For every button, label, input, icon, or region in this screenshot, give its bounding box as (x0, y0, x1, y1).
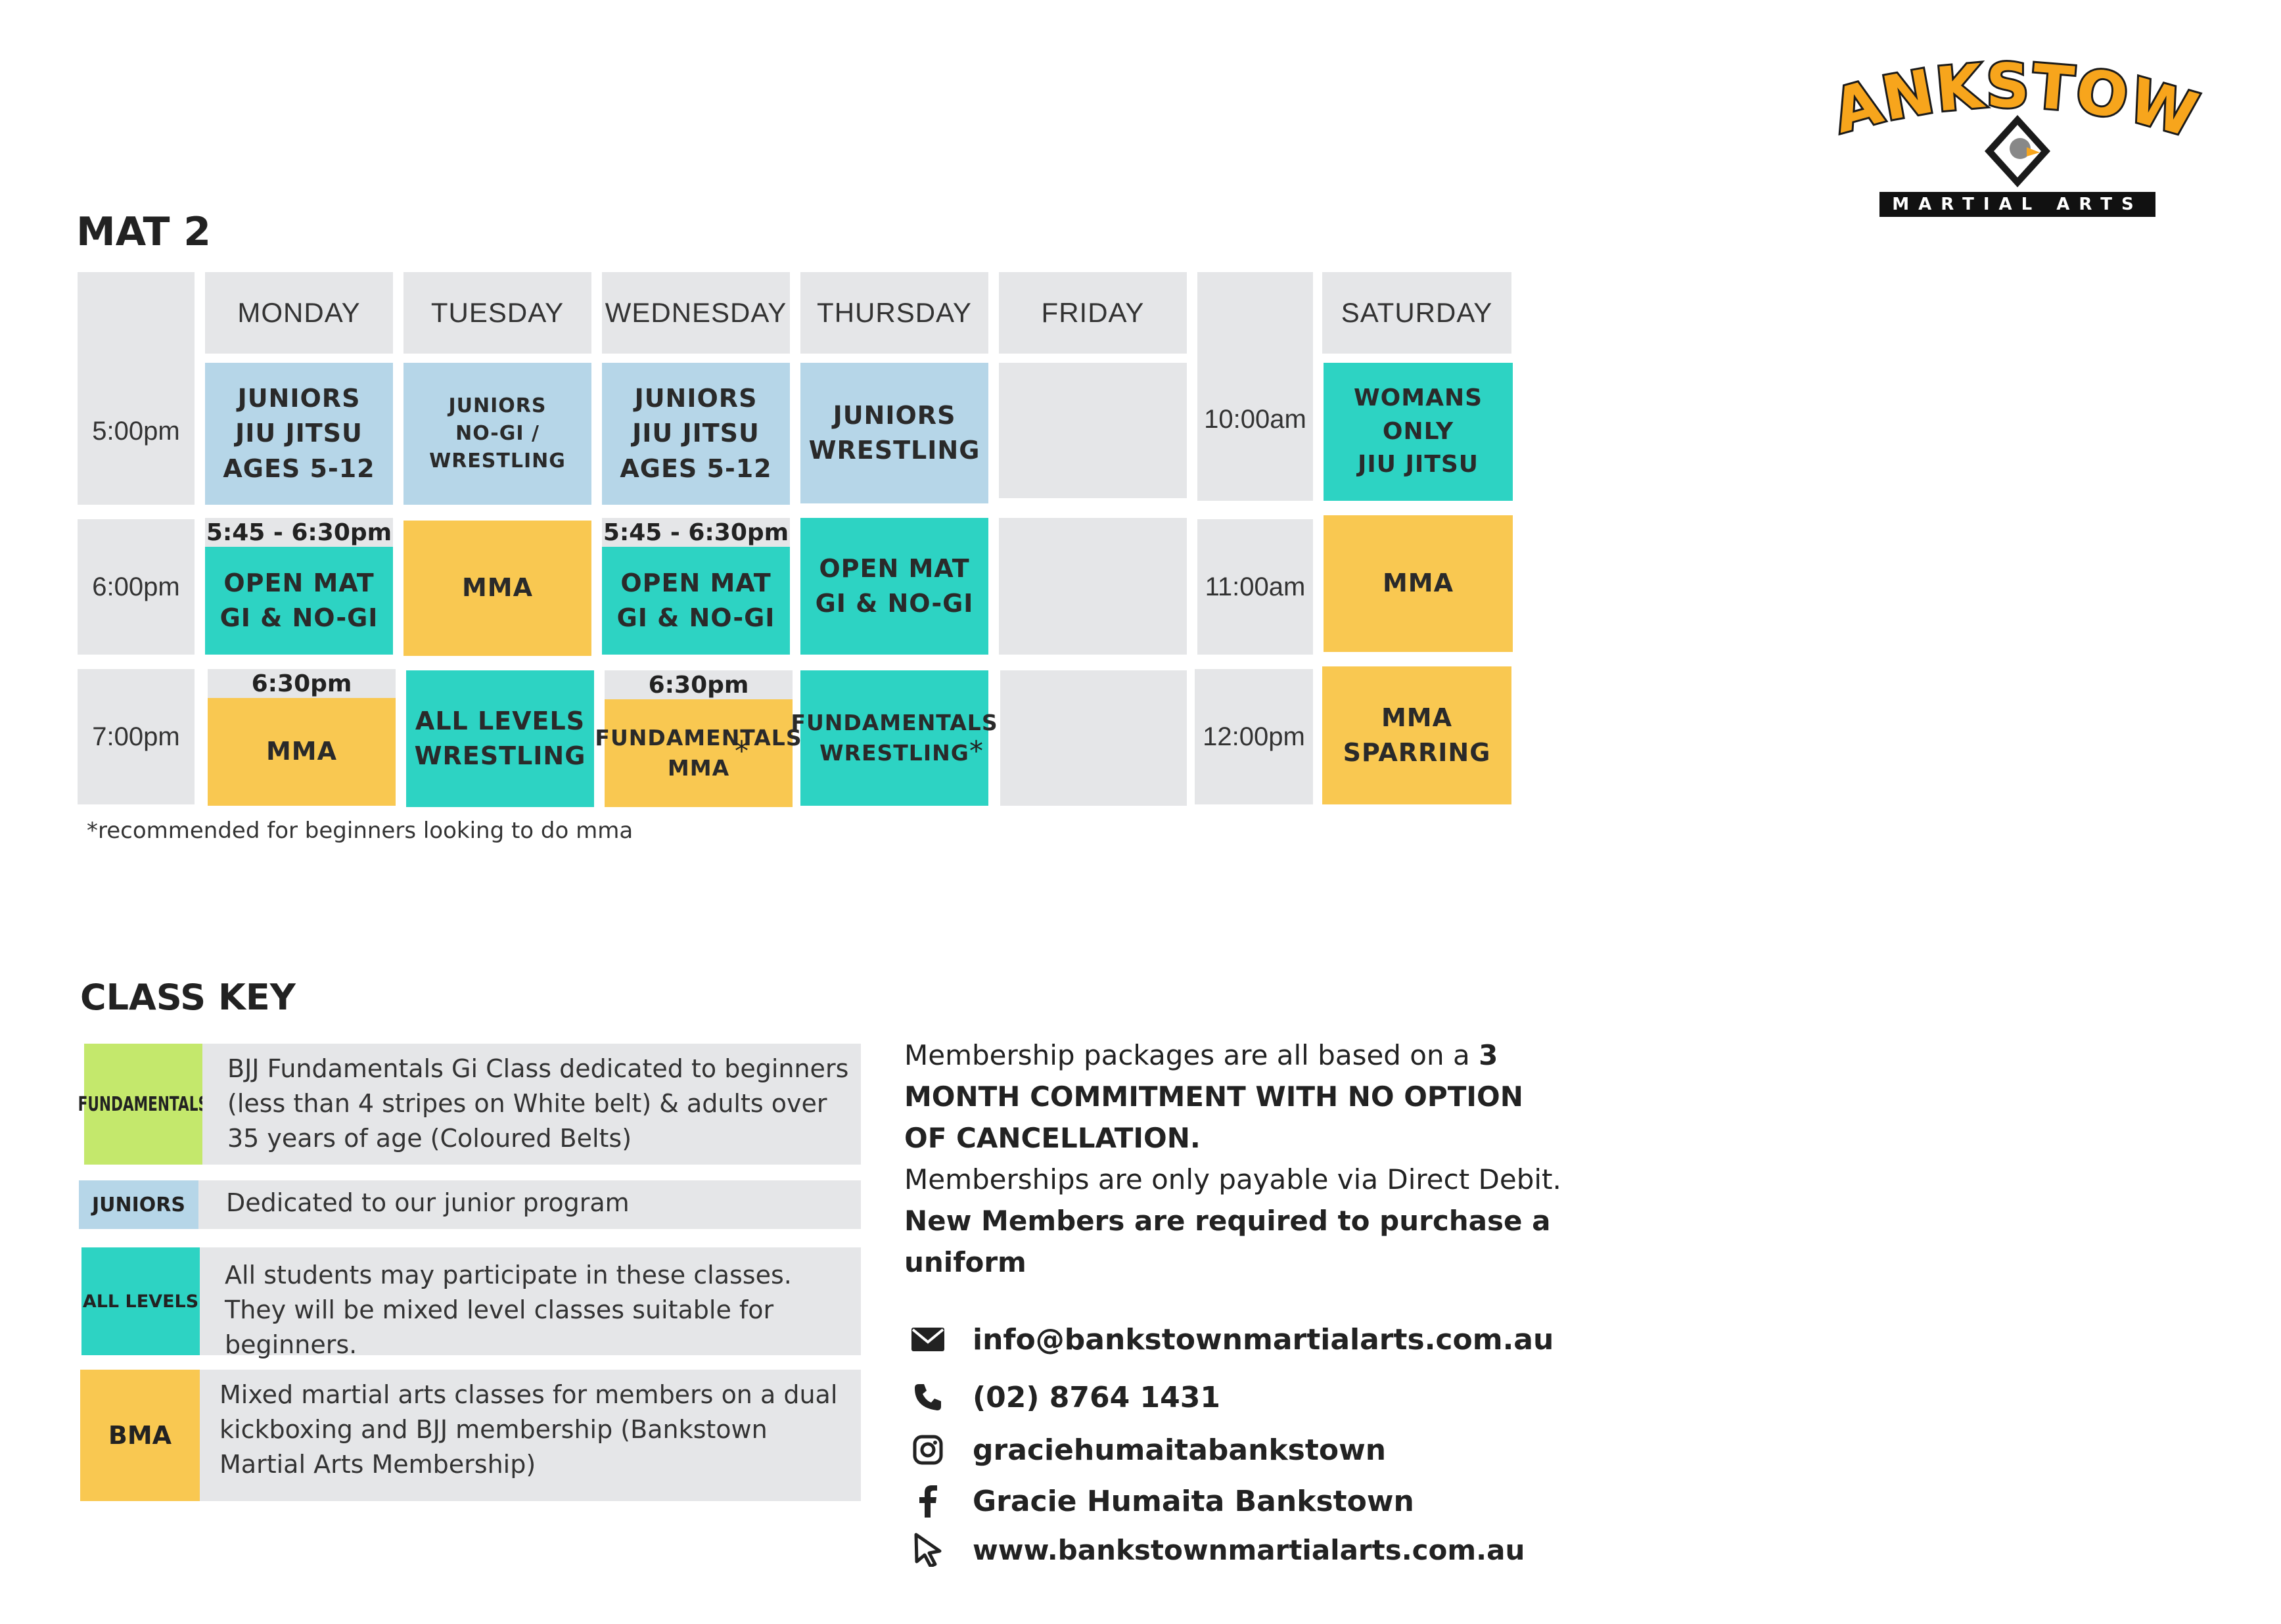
class-monday-6pm-time: 5:45 - 6:30pm (205, 518, 393, 547)
key-item-juniors: JUNIORS Dedicated to our junior program (79, 1180, 861, 1229)
key-item-all-levels: ALL LEVELS All students may participate … (81, 1247, 861, 1359)
class-monday-7pm-time: 6:30pm (208, 669, 396, 698)
class-wednesday-7pm-time: 6:30pm (605, 670, 793, 699)
footnote: *recommended for beginners looking to do… (87, 818, 634, 844)
class-friday-5pm-empty (999, 363, 1187, 498)
key-item-fundamentals: FUNDAMENTALS BJJ Fundamentals Gi Class d… (78, 1044, 861, 1165)
cursor-icon (910, 1531, 946, 1568)
contact-email[interactable]: info@bankstownmartialarts.com.au (910, 1321, 1554, 1358)
phone-icon (910, 1379, 946, 1416)
class-saturday-11am: MMA (1324, 515, 1513, 652)
instagram-icon (910, 1431, 946, 1468)
key-swatch-fundamentals: FUNDAMENTALS (78, 1044, 208, 1165)
time-label-11am: 11:00am (1197, 519, 1313, 655)
header-monday: MONDAY (205, 272, 393, 354)
key-swatch-all-levels: ALL LEVELS (81, 1247, 200, 1355)
class-friday-6pm-empty (999, 518, 1187, 655)
membership-commitment: Membership packages are all based on a 3… (904, 1039, 1523, 1154)
header-thursday: THURSDAY (800, 272, 988, 354)
key-swatch-juniors: JUNIORS (79, 1180, 198, 1229)
class-thursday-7pm: FUNDAMENTALS WRESTLING (791, 670, 998, 806)
time-label-10am: 10:00am (1197, 272, 1313, 501)
membership-info: Membership packages are all based on a 3… (904, 1034, 1575, 1283)
logo: BANKSTOWN MARTIAL ARTS (1786, 1, 2221, 223)
membership-payment: Memberships are only payable via Direct … (904, 1163, 1561, 1195)
contact-phone[interactable]: (02) 8764 1431 (910, 1379, 1220, 1416)
contact-website[interactable]: www.bankstownmartialarts.com.au (910, 1531, 1525, 1568)
facebook-icon (910, 1483, 946, 1520)
class-thursday-5pm: JUNIORS WRESTLING (800, 363, 988, 503)
asterisk-thursday: * (969, 735, 983, 767)
eagle-icon (1985, 115, 2050, 187)
logo-tagline-bar: MARTIAL ARTS (1879, 192, 2155, 217)
key-swatch-bma: BMA (80, 1370, 200, 1501)
logo-tagline: MARTIAL ARTS (1892, 195, 2143, 214)
class-wednesday-5pm: JUNIORS JIU JITSU AGES 5-12 (602, 363, 790, 505)
header-tuesday: TUESDAY (403, 272, 591, 354)
class-wednesday-6pm: OPEN MAT GI & NO-GI (602, 547, 790, 655)
class-key-title: CLASS KEY (80, 977, 296, 1018)
header-wednesday: WEDNESDAY (602, 272, 790, 354)
class-monday-5pm: JUNIORS JIU JITSU AGES 5-12 (205, 363, 393, 505)
class-monday-7pm: MMA (208, 698, 396, 806)
time-column-header (78, 272, 195, 358)
contact-instagram[interactable]: graciehumaitabankstown (910, 1431, 1386, 1468)
key-description-all-levels: All students may participate in these cl… (200, 1247, 861, 1359)
time-label-6pm: 6:00pm (78, 519, 195, 655)
class-monday-6pm: OPEN MAT GI & NO-GI (205, 547, 393, 655)
class-thursday-6pm: OPEN MAT GI & NO-GI (800, 518, 988, 655)
class-saturday-12pm: MMA SPARRING (1322, 666, 1511, 804)
class-tuesday-7pm: ALL LEVELS WRESTLING (406, 670, 594, 807)
class-wednesday-7pm: FUNDAMENTALS MMA (595, 699, 802, 807)
time-label-5pm: 5:00pm (78, 358, 195, 505)
header-friday: FRIDAY (999, 272, 1187, 354)
header-saturday: SATURDAY (1322, 272, 1511, 354)
class-tuesday-5pm: JUNIORS NO-GI / WRESTLING (403, 363, 591, 505)
contact-facebook[interactable]: Gracie Humaita Bankstown (910, 1483, 1414, 1520)
mail-icon (910, 1321, 946, 1358)
key-description-fundamentals: BJJ Fundamentals Gi Class dedicated to b… (202, 1044, 861, 1165)
key-description-bma: Mixed martial arts classes for members o… (200, 1370, 861, 1501)
key-item-bma: BMA Mixed martial arts classes for membe… (80, 1370, 861, 1501)
schedule-title: MAT 2 (76, 209, 212, 255)
class-wednesday-6pm-time: 5:45 - 6:30pm (602, 518, 790, 547)
key-description-juniors: Dedicated to our junior program (198, 1180, 861, 1229)
time-label-12pm: 12:00pm (1195, 669, 1313, 804)
class-saturday-10am: WOMANS ONLY JIU JITSU (1324, 363, 1513, 501)
membership-uniform: New Members are required to purchase a u… (904, 1205, 1551, 1278)
time-label-7pm: 7:00pm (78, 669, 195, 804)
class-tuesday-6pm: MMA (403, 521, 591, 656)
class-friday-7pm-empty (1000, 670, 1187, 806)
asterisk-wednesday: * (735, 735, 749, 767)
